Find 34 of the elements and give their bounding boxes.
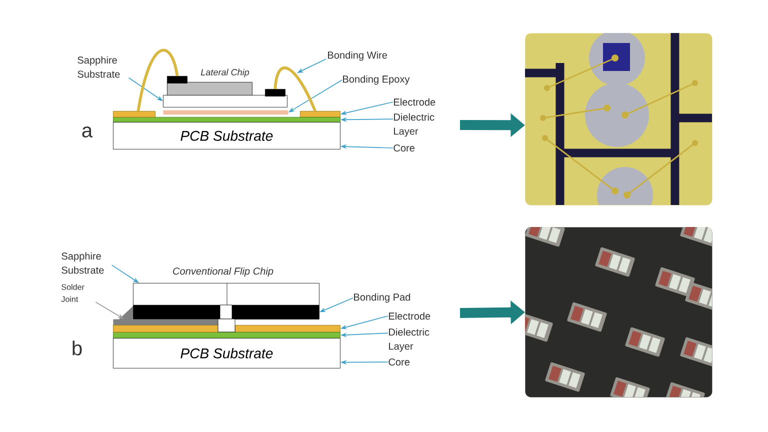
part-label: Bonding Wire — [328, 51, 388, 61]
part-label: Bonding Epoxy — [343, 75, 410, 85]
pcb-substrate-box: PCB Substrate — [113, 122, 340, 150]
chip-layer — [167, 82, 252, 96]
chip-pad — [167, 76, 188, 84]
part-label: Sapphire Substrate — [62, 252, 104, 274]
part-label: Electrode — [389, 312, 430, 320]
dielectric-layer — [113, 117, 340, 122]
part-label: Solder Joint — [61, 284, 84, 302]
dielectric-layer — [113, 332, 340, 338]
electrode-pad — [113, 325, 218, 332]
sapphire-layer — [163, 95, 288, 108]
part-label: Core — [388, 358, 410, 366]
micrograph-picture — [525, 227, 712, 398]
micrograph-picture — [525, 33, 712, 206]
electrode-pad — [300, 111, 340, 118]
epoxy-layer — [163, 110, 288, 115]
part-label: Dielectric Layer — [394, 113, 434, 137]
chip-pad — [265, 89, 286, 96]
caption-label: Conventional Flip Chip — [173, 267, 274, 277]
caption-label: a — [82, 126, 93, 138]
electrode-pad — [235, 325, 340, 332]
caption-label: b — [72, 340, 82, 356]
part-label: Bonding Pad — [354, 293, 410, 303]
part-label: Dielectric Layer — [389, 328, 430, 352]
electrode-pad — [113, 111, 156, 118]
bonding-pad — [133, 304, 320, 320]
solder-joint — [113, 306, 218, 326]
part-label: Electrode — [394, 98, 436, 106]
part-label: Sapphire Substrate — [78, 56, 120, 78]
bonding-wire — [274, 66, 317, 112]
pcb-substrate-box: PCB Substrate — [113, 338, 340, 368]
part-label: Core — [394, 144, 415, 152]
caption-label: Lateral Chip — [200, 68, 250, 78]
